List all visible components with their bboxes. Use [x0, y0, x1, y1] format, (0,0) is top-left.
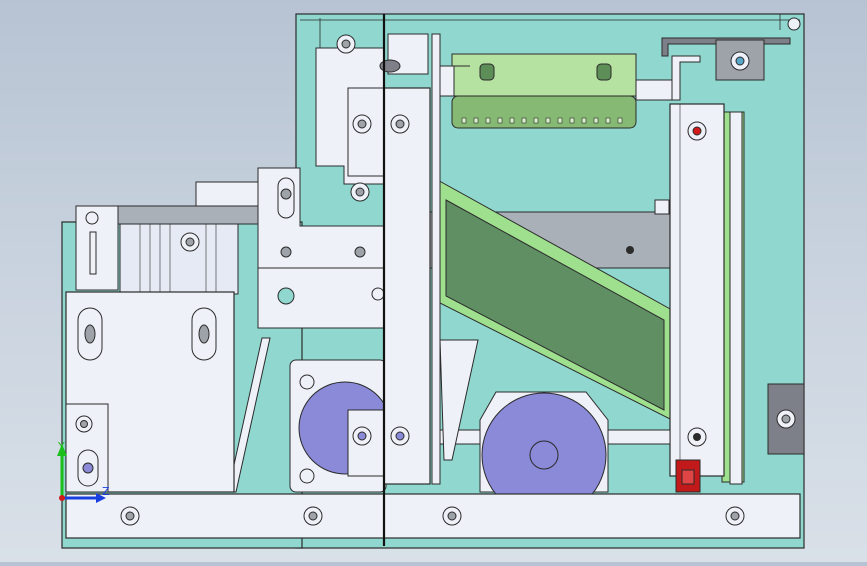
- roller-assembly: [439, 391, 671, 518]
- right-mount-block: [767, 383, 805, 455]
- y-axis-label: Y: [57, 440, 65, 453]
- top-right-bracket: [661, 37, 791, 101]
- base-plate: [65, 493, 801, 539]
- right-vertical-bracket: [669, 103, 745, 493]
- top-pcb-connector: [439, 53, 673, 129]
- left-lower-unit: [65, 205, 239, 493]
- guide-rails: [227, 337, 479, 493]
- central-vertical-plate: [347, 33, 441, 485]
- coordinate-triad: Y Z: [57, 440, 110, 503]
- z-axis-label: Z: [102, 485, 110, 498]
